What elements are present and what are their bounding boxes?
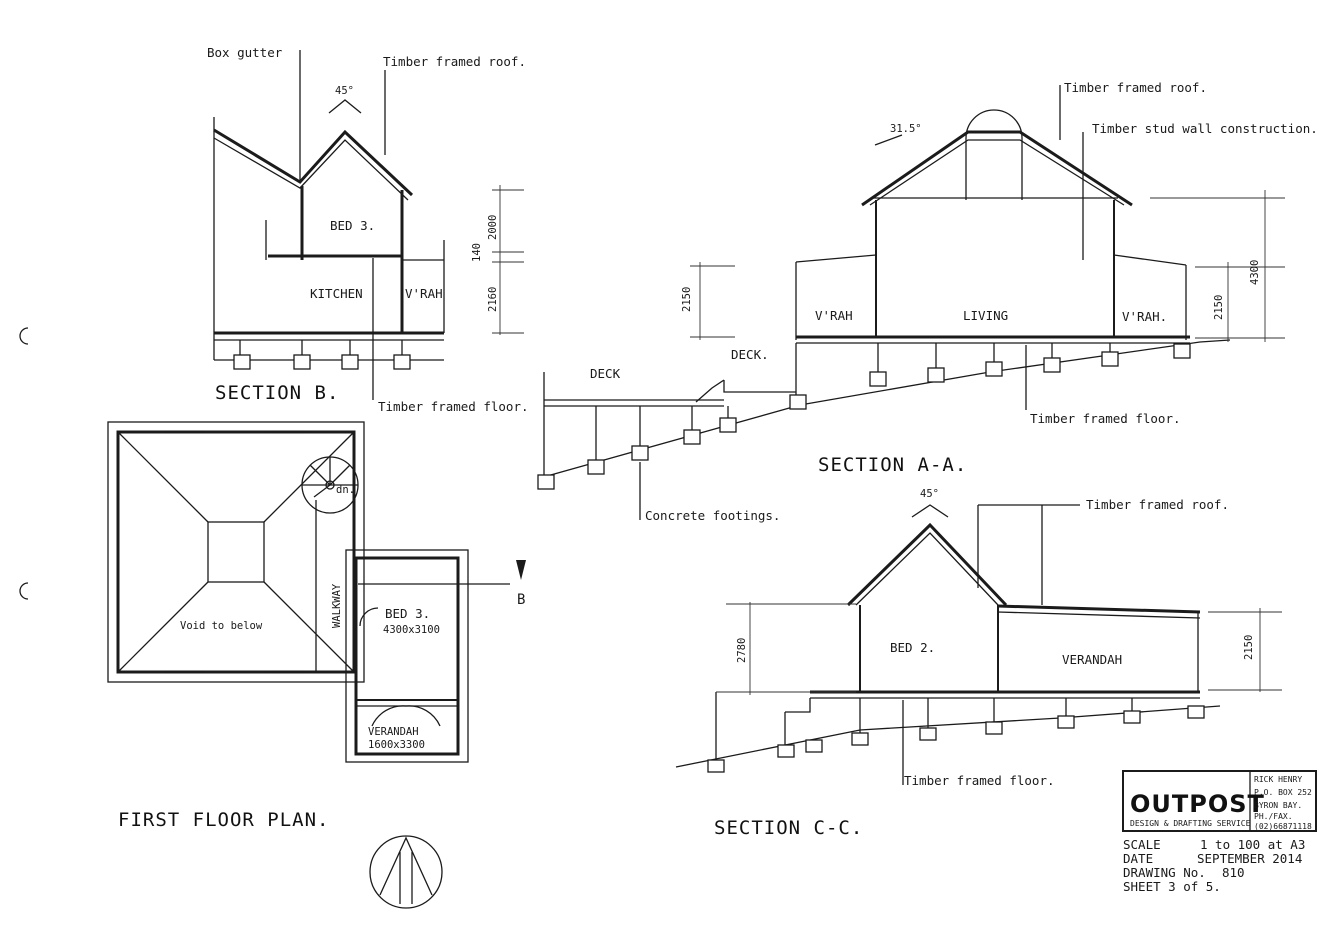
dim-2150-a-right: 2150 xyxy=(1213,295,1225,320)
label-verandah-plan: VERANDAH xyxy=(368,726,419,738)
dim-2000: 2000 xyxy=(487,215,499,240)
company-name: DESIGN & DRAFTING SERVICE xyxy=(1130,819,1251,828)
date-value: SEPTEMBER 2014 xyxy=(1197,851,1302,866)
label-roof-a: Timber framed roof. xyxy=(1064,80,1207,95)
label-bed3-plan: BED 3. xyxy=(385,606,430,621)
label-deck-left: DECK xyxy=(590,366,621,381)
date-label: DATE xyxy=(1123,851,1153,866)
label-vrah-a-right: V'RAH. xyxy=(1122,309,1167,324)
label-vrah-a-left: V'RAH xyxy=(815,308,853,323)
stud-wall-line: Timber stud wall construction. xyxy=(1092,121,1318,136)
label-floor-b: Timber framed floor. xyxy=(378,399,529,414)
label-verandah-size: 1600x3300 xyxy=(368,739,425,751)
label-floor-a: Timber framed floor. xyxy=(1030,411,1181,426)
label-bed2: BED 2. xyxy=(890,640,935,655)
dim-4300: 4300 xyxy=(1249,260,1261,285)
section-a xyxy=(537,85,1285,520)
first-floor-plan xyxy=(107,421,526,909)
binder-hole-mark xyxy=(19,327,29,345)
label-roof-b: Timber framed roof. xyxy=(383,54,526,69)
title-section-c: SECTION C-C. xyxy=(714,817,863,839)
contact-name: RICK HENRY xyxy=(1254,775,1302,784)
drawing-value: 810 xyxy=(1222,865,1245,880)
scale-value: 1 to 100 at A3 xyxy=(1200,837,1305,852)
label-vrah-b: V'RAH xyxy=(405,286,443,301)
scale-label: SCALE xyxy=(1123,837,1161,852)
label-living: LIVING xyxy=(963,308,1008,323)
dim-2150-c: 2150 xyxy=(1243,635,1255,660)
label-floor-c: Timber framed floor. xyxy=(904,773,1055,788)
label-dn: dn. xyxy=(336,484,355,496)
label-void: Void to below xyxy=(180,620,263,632)
label-deck-right: DECK. xyxy=(731,347,769,362)
label-verandah-c: VERANDAH xyxy=(1062,652,1122,667)
section-b xyxy=(213,50,524,400)
title-section-a: SECTION A-A. xyxy=(818,454,967,476)
label-footings: Concrete footings. xyxy=(645,508,780,523)
dim-2160: 2160 xyxy=(487,287,499,312)
title-block xyxy=(1122,770,1317,832)
dim-2150-a-left: 2150 xyxy=(681,287,693,312)
section-marker-b: B xyxy=(517,592,525,608)
label-angle-c: 45° xyxy=(920,488,939,500)
label-roof-c: Timber framed roof. xyxy=(1086,497,1229,512)
dim-140: 140 xyxy=(471,243,483,262)
section-c xyxy=(675,504,1282,785)
company-logo: OUTPOST xyxy=(1130,790,1265,818)
title-section-b: SECTION B. xyxy=(215,382,339,404)
contact-po-box: P.O. BOX 252 xyxy=(1254,788,1312,797)
label-stud-wall: Timber stud wall construction. xyxy=(1092,121,1318,136)
label-kitchen: KITCHEN xyxy=(310,286,363,301)
label-bed3-b: BED 3. xyxy=(330,218,375,233)
label-angle-b: 45° xyxy=(335,85,354,97)
label-box-gutter: Box gutter xyxy=(207,45,283,60)
drawing-label: DRAWING No. xyxy=(1123,865,1206,880)
label-walkway: WALKWAY xyxy=(331,583,343,628)
binder-hole-mark xyxy=(19,582,29,600)
sheet-number: SHEET 3 of 5. xyxy=(1123,879,1221,894)
title-first-floor: FIRST FLOOR PLAN. xyxy=(118,809,329,831)
dim-2780: 2780 xyxy=(736,638,748,663)
contact-ph-label: PH./FAX. xyxy=(1254,812,1293,821)
contact-town: BYRON BAY. xyxy=(1254,801,1302,810)
contact-phone: (02)66871118 xyxy=(1254,822,1312,831)
label-angle-a: 31.5° xyxy=(890,123,922,135)
label-bed3-size: 4300x3100 xyxy=(383,624,440,636)
